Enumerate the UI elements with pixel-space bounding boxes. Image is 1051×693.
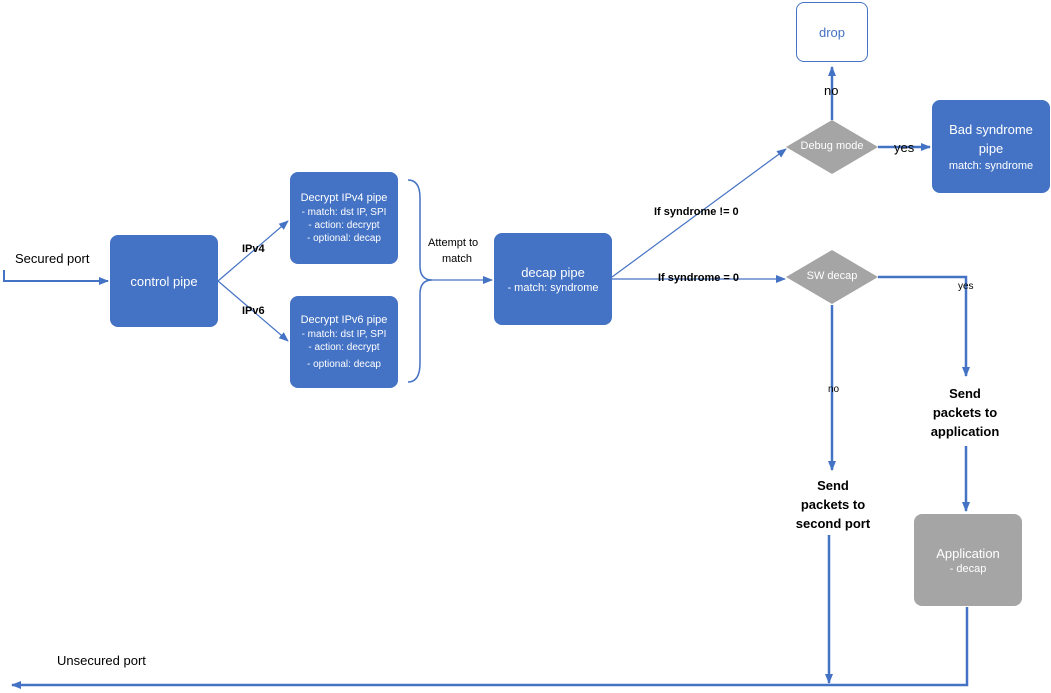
decap-pipe-box: decap pipe - match: syndrome xyxy=(494,233,612,325)
no-drop-label: no xyxy=(824,83,839,98)
bad-syndrome-title-1: Bad syndrome xyxy=(949,121,1033,137)
syndrome-eq-label: If syndrome = 0 xyxy=(658,272,740,284)
send-second-line-3: second port xyxy=(795,516,871,531)
bad-syndrome-match: match: syndrome xyxy=(948,159,1034,172)
debug-mode-label: Debug mode xyxy=(800,140,864,152)
syndrome-ne-label: If syndrome != 0 xyxy=(654,206,739,218)
sw-decap-label: SW decap xyxy=(806,270,858,282)
ipv4-arrow xyxy=(217,220,289,282)
application-title: Application xyxy=(936,546,1000,561)
yes-sw-label: yes xyxy=(958,281,974,292)
sw-decap-diamond xyxy=(786,250,878,304)
decrypt-ipv4-decap: - optional: decap xyxy=(307,233,381,244)
decrypt-ipv4-match: - match: dst IP, SPI xyxy=(301,207,387,218)
decap-pipe-match: - match: syndrome xyxy=(507,282,599,294)
sw-yes-arrow xyxy=(878,275,970,377)
drop-box: drop xyxy=(796,2,868,62)
send-second-line-2: packets to xyxy=(800,497,866,512)
drop-label: drop xyxy=(818,24,846,40)
control-pipe-box: control pipe xyxy=(110,235,218,327)
bad-syndrome-box: Bad syndrome pipe match: syndrome xyxy=(932,100,1050,193)
ipv6-arrow xyxy=(217,280,289,342)
application-box: Application - decap xyxy=(914,514,1022,606)
application-decap: - decap xyxy=(949,563,987,575)
send-app-line-2: packets to xyxy=(932,405,998,420)
no-sw-label: no xyxy=(828,384,840,395)
decrypt-ipv4-box: Decrypt IPv4 pipe - match: dst IP, SPI -… xyxy=(290,172,398,264)
ipv6-label: IPv6 xyxy=(242,305,265,317)
decrypt-ipv6-match: - match: dst IP, SPI xyxy=(301,329,387,340)
send-app-line-1: Send xyxy=(949,386,981,401)
send-second-line-1: Send xyxy=(817,478,849,493)
attempt-label-2: match xyxy=(442,253,472,265)
decrypt-ipv4-action: - action: decrypt xyxy=(308,220,380,231)
send-second-label: Send packets to second port xyxy=(784,476,882,533)
decap-pipe-title: decap pipe xyxy=(521,265,585,280)
decrypt-ipv6-box: Decrypt IPv6 pipe - match: dst IP, SPI -… xyxy=(290,296,398,388)
decrypt-ipv6-decap: - optional: decap xyxy=(307,359,381,370)
secured-port-arrow xyxy=(3,270,109,285)
attempt-label-1: Attempt to xyxy=(428,237,479,249)
unsecured-port-label: Unsecured port xyxy=(57,653,146,668)
unsecured-port-line xyxy=(11,607,969,689)
attempt-brace xyxy=(407,179,433,383)
bad-syndrome-title-2: pipe xyxy=(978,140,1004,156)
control-pipe-label: control pipe xyxy=(130,273,198,289)
decrypt-ipv6-title: Decrypt IPv6 pipe xyxy=(300,314,388,326)
syndrome-ne-arrow xyxy=(611,148,787,278)
ipv4-label: IPv4 xyxy=(242,243,265,255)
send-app-line-3: application xyxy=(930,424,1000,439)
decrypt-ipv4-title: Decrypt IPv4 pipe xyxy=(300,192,388,204)
yes-bad-syndrome-label: yes xyxy=(894,140,915,155)
decrypt-ipv6-action: - action: decrypt xyxy=(308,342,380,353)
send-app-label: Send packets to application xyxy=(916,384,1014,441)
debug-mode-diamond xyxy=(786,120,878,174)
secured-port-label: Secured port xyxy=(15,251,90,266)
